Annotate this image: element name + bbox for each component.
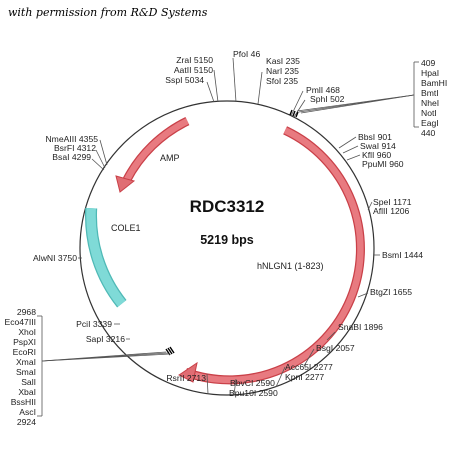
- svg-text:BmtI: BmtI: [421, 88, 439, 98]
- hnlgn1-feature-arrow-fill: [184, 127, 364, 384]
- svg-text:BssHII: BssHII: [11, 397, 36, 407]
- spei-label: SpeI 1171: [373, 197, 412, 207]
- ppumi-label: PpuMI 960: [362, 159, 404, 169]
- bsai-label: BsaI 4299: [52, 152, 91, 162]
- permission-credit: with permission from R&D Systems: [8, 6, 208, 19]
- pmli-label: PmlI 468: [306, 85, 340, 95]
- amp-feature-arrow: [122, 117, 190, 183]
- amp-feature-label: AMP: [160, 153, 180, 163]
- kfli-label: KflI 960: [362, 150, 391, 160]
- plasmid-size: 5219 bps: [200, 233, 254, 247]
- sphi-label: SphI 502: [310, 94, 345, 104]
- svg-text:NheI: NheI: [421, 98, 439, 108]
- svg-text:PspXI: PspXI: [13, 337, 36, 347]
- svg-text:XbaI: XbaI: [18, 387, 36, 397]
- svg-text:AscI: AscI: [19, 407, 36, 417]
- bbvci-tick: [233, 378, 237, 396]
- kasi-label: KasI 235: [266, 56, 300, 66]
- svg-text:440: 440: [421, 128, 436, 138]
- amp-arrowhead: [115, 175, 136, 193]
- svg-text:EcoRI: EcoRI: [13, 347, 36, 357]
- acc65i-label: Acc65I 2277: [285, 362, 333, 372]
- bbsi-label: BbsI 901: [358, 132, 392, 142]
- rsrii-label: RsrII 2713: [166, 373, 206, 383]
- sphi-tick: [293, 99, 306, 118]
- svg-text:XmaI: XmaI: [16, 357, 36, 367]
- aflii-label: AflII 1206: [373, 206, 410, 216]
- plasmid-backbone: [79, 100, 375, 396]
- kfli-tick: [346, 154, 361, 161]
- svg-text:Eco47III: Eco47III: [4, 317, 36, 327]
- rsrii-tick: [206, 373, 209, 395]
- pfoi-tick: [232, 57, 237, 103]
- nmeaiii-tick: [99, 139, 108, 166]
- svg-text:2968: 2968: [17, 307, 36, 317]
- bsai-tick: [91, 158, 105, 171]
- plasmid-name: RDC3312: [190, 197, 265, 216]
- snabi-tick: [326, 331, 336, 341]
- svg-text:2924: 2924: [17, 417, 36, 427]
- bbvci-label: BbvCI 2590: [230, 378, 275, 388]
- snabi-label: SnaBI 1896: [338, 322, 383, 332]
- mcs-2924-2968-cluster: 2968 Eco47III XhoI PspXI EcoRI XmaI SmaI…: [4, 307, 171, 427]
- zrai-tick: [213, 69, 219, 103]
- pmli-tick: [290, 90, 304, 117]
- kpni-label: KpnI 2277: [285, 372, 324, 382]
- pfoi-label: PfoI 46: [233, 49, 260, 59]
- bsgi-label: BsgI 2057: [316, 343, 355, 353]
- svg-text:SmaI: SmaI: [16, 367, 36, 377]
- nmeaiii-label: NmeAIII 4355: [45, 134, 98, 144]
- bsrfi-tick: [95, 149, 106, 169]
- aatii-label: AatII 5150: [174, 65, 213, 75]
- sfoi-label: SfoI 235: [266, 76, 298, 86]
- zrai-label: ZraI 5150: [176, 55, 213, 65]
- mcs1-site-marks: [289, 109, 299, 118]
- alwni-label: AlwNI 3750: [33, 253, 77, 263]
- btgzi-tick: [357, 292, 369, 298]
- svg-text:NotI: NotI: [421, 108, 437, 118]
- svg-text:XhoI: XhoI: [18, 327, 36, 337]
- swai-label: SwaI 914: [360, 141, 396, 151]
- bsrfi-label: BsrFI 4312: [54, 143, 96, 153]
- hnlgn1-feature-label: hNLGN1 (1-823): [257, 261, 324, 271]
- hnlgn1-arrowhead: [178, 361, 198, 383]
- bbsi-tick: [338, 136, 357, 149]
- svg-text:SalI: SalI: [21, 377, 36, 387]
- btgzi-label: BtgZI 1655: [370, 287, 412, 297]
- bsmi-label: BsmI 1444: [382, 250, 423, 260]
- nari-label: NarI 235: [266, 66, 299, 76]
- swai-tick: [342, 145, 359, 154]
- spei-tick: [367, 201, 373, 211]
- svg-text:409: 409: [421, 58, 436, 68]
- sspi-label: SspI 5034: [165, 75, 204, 85]
- cole1-feature-fill: [86, 207, 126, 307]
- cole1-feature-label: COLE1: [111, 223, 141, 233]
- svg-text:HpaI: HpaI: [421, 68, 439, 78]
- svg-text:EagI: EagI: [421, 118, 439, 128]
- acc65i-tick: [275, 366, 286, 388]
- svg-text:BamHI: BamHI: [421, 78, 447, 88]
- mcs-409-440-cluster: 409 HpaI BamHI BmtI NheI NotI EagI 440: [296, 58, 447, 138]
- kasi-tick: [257, 71, 263, 105]
- bsgi-tick: [303, 348, 315, 367]
- pcii-label: PciI 3339: [76, 319, 112, 329]
- bpu10i-label: Bpu10I 2590: [229, 388, 278, 398]
- sapi-label: SapI 3216: [86, 334, 125, 344]
- amp-feature-arrow-fill: [123, 118, 189, 183]
- sspi-tick: [206, 81, 215, 103]
